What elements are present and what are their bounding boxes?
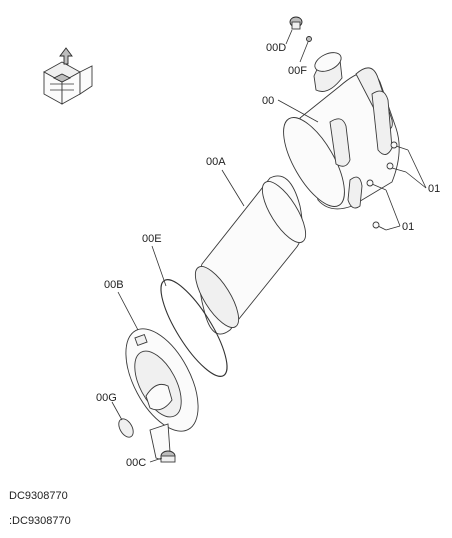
valve-part-00G [118,418,134,438]
label-01-upper: 01 [428,183,440,195]
label-00C: 00C [126,457,146,469]
cap-part-00C [160,450,176,463]
plug-part-00F [306,36,312,42]
drawing-code-caption: :DC9308770 [9,515,71,527]
label-01-lower: 01 [402,221,414,233]
label-00: 00 [262,95,274,107]
fitting-part-00D [289,16,303,30]
housing-part-00 [283,52,400,210]
label-00E: 00E [142,233,162,245]
filter-element-part-00A [194,175,307,335]
bolt-group-01 [366,141,427,231]
label-00F: 00F [288,65,307,77]
label-00A: 00A [206,156,226,168]
label-00G: 00G [96,392,117,404]
drawing-code: DC9308770 [9,490,68,502]
label-00B: 00B [104,279,124,291]
cover-part-00B [125,328,199,460]
leader-lines [111,29,319,463]
label-00D: 00D [266,42,286,54]
machine-orientation-icon [43,47,93,105]
